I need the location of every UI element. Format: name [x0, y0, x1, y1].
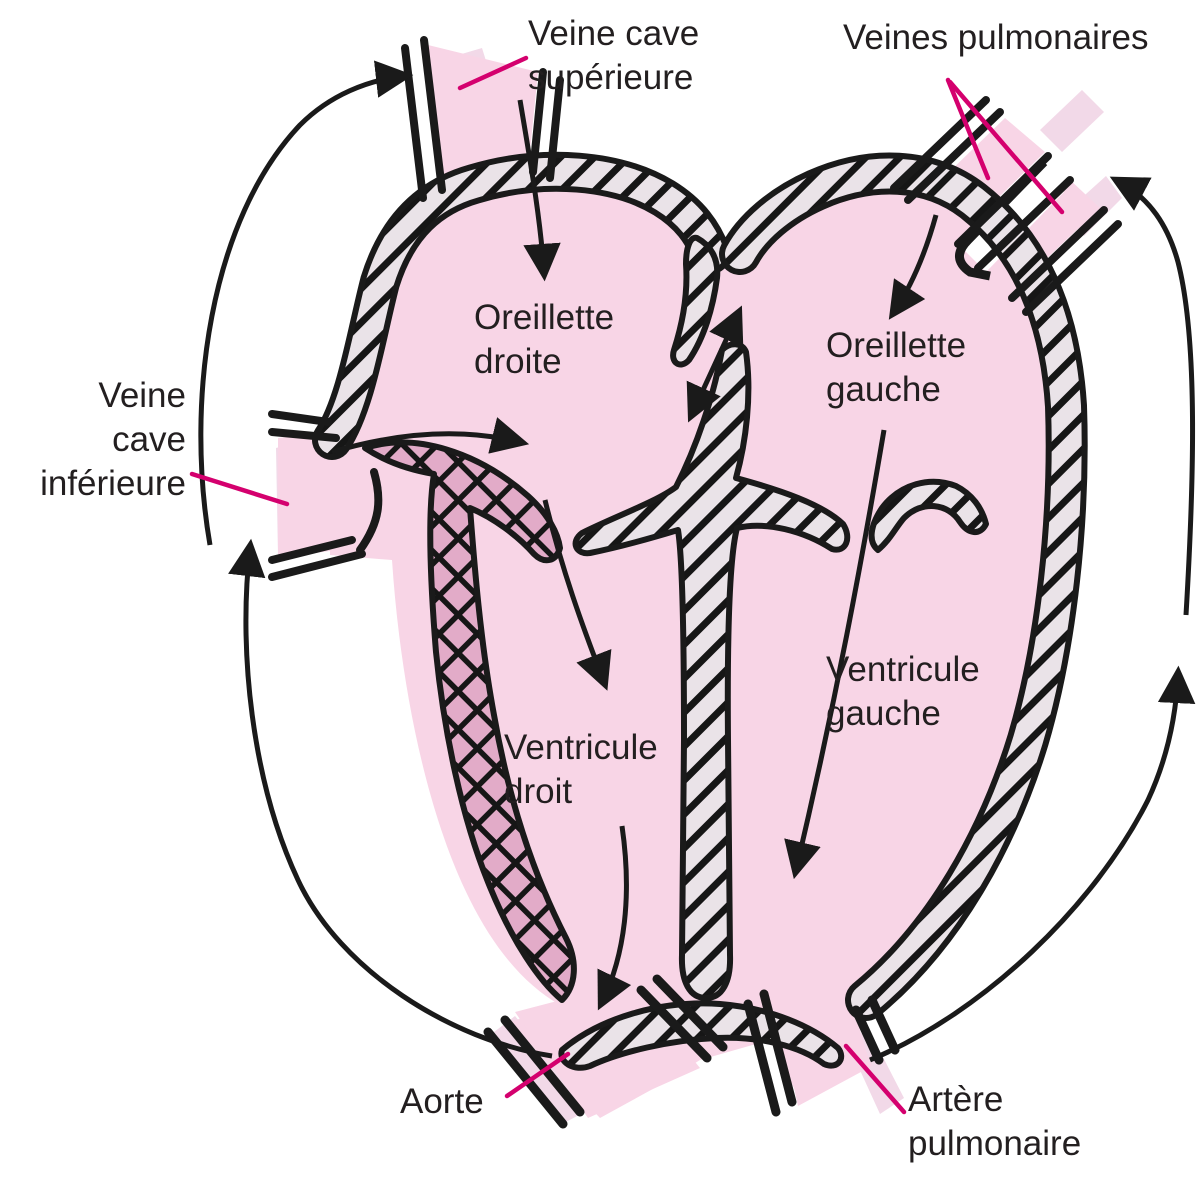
pulmonary-vein-fork-inner-wall [955, 158, 1048, 281]
flow-arrow-aorta-to-ivc [228, 538, 553, 1059]
flow-arrow-pulmonary-artery-to-lungs [869, 665, 1196, 1063]
label-aorte: Aorte [400, 1082, 484, 1121]
flow-arrow-pulmonary-vein-into-left-atrium [888, 214, 939, 320]
interatrial-septum-stub [670, 234, 721, 368]
leader-artere-pulmonaire [843, 1043, 907, 1115]
outer-wall-right [719, 152, 1088, 1021]
flow-arrow-svc-into-right-atrium [517, 99, 561, 282]
flow-arrows [198, 60, 1196, 1063]
label-ventricule-gauche: Ventricule gauche [826, 650, 980, 734]
leader-veine-cave-inferieure [189, 471, 290, 507]
mitral-valve-flap [868, 478, 989, 553]
aorta-wall-lines [483, 974, 728, 1129]
outer-wall-left [312, 151, 731, 460]
flow-arrow-atrium-to-right-ventricle [542, 499, 612, 691]
flow-arrow-right-ventricle-outflow [597, 825, 632, 1011]
flow-arrow-foramen-both-ways [686, 305, 744, 423]
flow-arrow-lungs-to-pulmonary-veins [1109, 176, 1196, 616]
flow-arrow-ivc-into-right-atrium [331, 417, 530, 455]
interventricular-septum [572, 341, 851, 1001]
label-veines-pulmonaires: Veines pulmonaires [843, 18, 1149, 57]
flow-arrow-body-to-svc [198, 60, 414, 546]
pulmonary-vein-lumen-upper [915, 118, 1045, 240]
label-oreillette-droite: Oreillette droite [474, 298, 615, 382]
ivc-lumen [278, 430, 352, 558]
label-veine-cave-superieure: Veine cave supérieure [528, 14, 700, 98]
leader-aorte [504, 1051, 571, 1099]
label-artere-pulmonaire: Artère pulmonaire [908, 1080, 1082, 1164]
label-leader-lines [189, 55, 1065, 1115]
leader-veines-pulmonaires-1 [945, 77, 991, 181]
pulmonary-artery-wall-lines [743, 989, 900, 1117]
label-oreillette-gauche: Oreillette gauche [826, 326, 967, 410]
label-veine-cave-inferieure: Veine cave inférieure [40, 376, 186, 504]
flow-arrow-left-atrium-to-left-ventricle [784, 429, 887, 880]
label-ventricule-droit: Ventricule droit [504, 728, 658, 812]
ivc-wall-lines [268, 410, 383, 581]
leader-veine-cave-superieure [457, 55, 529, 91]
pulmonary-vein-shadow-upper [1040, 90, 1104, 152]
leader-veines-pulmonaires-2 [947, 79, 1065, 215]
pulmonary-vein-wall-lines [890, 96, 1122, 316]
